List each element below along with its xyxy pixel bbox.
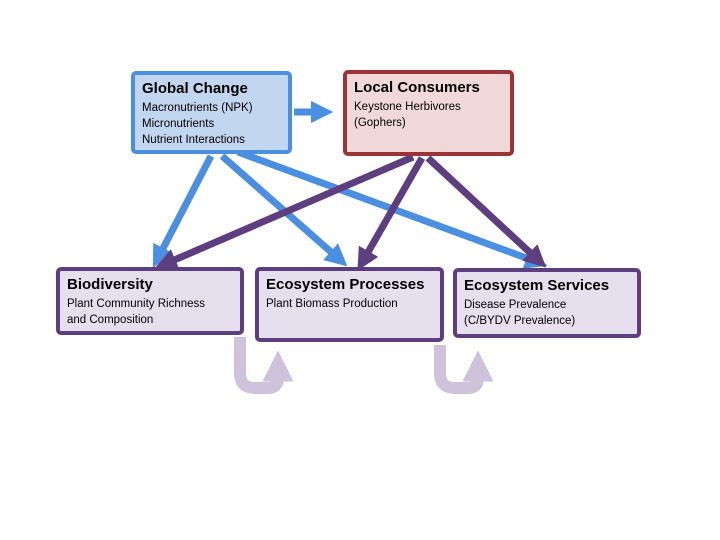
node-line: (Gophers) xyxy=(354,117,406,129)
node-title: Ecosystem Processes xyxy=(266,276,425,293)
node-local-consumers: Local Consumers Keystone Herbivores (Gop… xyxy=(343,70,514,156)
node-title: Ecosystem Services xyxy=(464,277,610,294)
feedback-arrow-biodiversity-to-processes xyxy=(234,337,294,394)
node-title: Global Change xyxy=(142,80,248,97)
node-biodiversity: Biodiversity Plant Community Richness an… xyxy=(56,267,244,335)
node-line: Disease Prevalence xyxy=(464,299,567,311)
node-title: Biodiversity xyxy=(67,276,153,293)
arrow-global-to-biodiversity xyxy=(152,154,215,268)
node-line: Micronutrients xyxy=(142,118,215,130)
node-line: and Composition xyxy=(67,314,154,326)
node-line: Plant Community Richness xyxy=(67,298,206,310)
arrow-global-to-processes xyxy=(219,153,348,267)
node-line: Macronutrients (NPK) xyxy=(142,102,253,114)
feedback-arrow-processes-to-services xyxy=(434,345,494,394)
node-ecosystem-processes: Ecosystem Processes Plant Biomass Produc… xyxy=(255,267,444,342)
node-title: Local Consumers xyxy=(354,79,480,96)
arrow-global-to-services xyxy=(236,148,548,269)
node-line: Nutrient Interactions xyxy=(142,134,245,146)
node-ecosystem-services: Ecosystem Services Disease Prevalence (C… xyxy=(453,268,641,338)
node-line: (C/BYDV Prevalence) xyxy=(464,315,576,327)
arrow-local-to-services xyxy=(425,155,547,268)
node-global-change: Global Change Macronutrients (NPK) Micro… xyxy=(131,71,292,154)
arrow-local-to-biodiversity xyxy=(154,153,415,270)
node-line: Keystone Herbivores xyxy=(354,101,461,113)
arrow-local-to-processes xyxy=(357,156,426,271)
node-line: Plant Biomass Production xyxy=(266,298,398,310)
